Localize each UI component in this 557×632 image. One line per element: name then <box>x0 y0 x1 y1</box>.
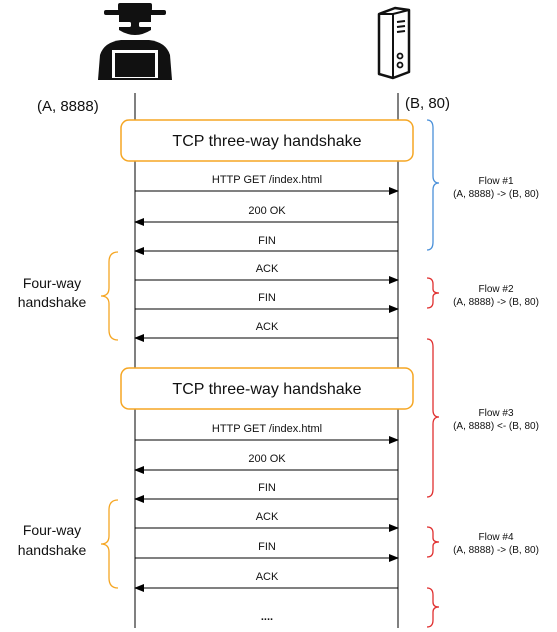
msg-8: 200 OK <box>134 453 398 474</box>
msg-9: FIN <box>134 482 398 503</box>
four-way-handshake-label-2: Four-way handshake <box>18 499 119 589</box>
msg-1: HTTP GET /index.html <box>135 174 399 195</box>
four-way-brace-2 <box>100 499 119 589</box>
client-endpoint-label: (A, 8888) <box>37 98 99 115</box>
flow-brace-1 <box>426 119 440 251</box>
handshake-box-2: TCP three-way handshake <box>120 367 414 410</box>
msg-label: ACK <box>256 571 279 583</box>
flow-title: Flow #2 <box>478 284 513 295</box>
flow-1: Flow #1 (A, 8888) -> (B, 80) <box>426 119 539 251</box>
msg-6: ACK <box>134 321 398 342</box>
msg-11: FIN <box>135 541 399 562</box>
flow-tuple: (A, 8888) -> (B, 80) <box>453 545 539 556</box>
msg-label: 200 OK <box>248 205 286 217</box>
msg-4: ACK <box>135 263 399 284</box>
msg-7: HTTP GET /index.html <box>135 423 399 444</box>
flow-title: Flow #3 <box>478 408 513 419</box>
msg-10: ACK <box>135 511 399 532</box>
flow-title: Flow #1 <box>478 176 513 187</box>
msg-2: 200 OK <box>134 205 398 226</box>
side-label-line: Four-way <box>23 275 81 291</box>
four-way-brace-1 <box>100 251 119 341</box>
msg-label: ACK <box>256 263 279 275</box>
msg-label: HTTP GET /index.html <box>212 174 322 186</box>
flow-tuple: (A, 8888) -> (B, 80) <box>453 189 539 200</box>
msg-label: 200 OK <box>248 453 286 465</box>
four-way-handshake-label-1: Four-way handshake <box>18 251 119 341</box>
handshake-label-2: TCP three-way handshake <box>172 381 361 398</box>
ellipsis-label: .... <box>261 611 273 623</box>
msg-5: FIN <box>135 292 399 313</box>
server-endpoint-label: (B, 80) <box>405 95 450 112</box>
msg-label: ACK <box>256 511 279 523</box>
msg-label: ACK <box>256 321 279 333</box>
msg-label: FIN <box>258 292 276 304</box>
msg-label: HTTP GET /index.html <box>212 423 322 435</box>
flow-brace-4 <box>426 526 440 558</box>
side-label-line: handshake <box>18 542 87 558</box>
msg-label: FIN <box>258 482 276 494</box>
flow-3: Flow #3 (A, 8888) <- (B, 80) <box>426 338 539 498</box>
flow-brace-3 <box>426 338 440 498</box>
flow-title: Flow #4 <box>478 532 513 543</box>
flow-brace-extra <box>426 587 440 628</box>
flow-brace-2 <box>426 277 440 309</box>
msg-12: ACK <box>134 571 398 592</box>
msg-label: FIN <box>258 235 276 247</box>
flow-2: Flow #2 (A, 8888) -> (B, 80) <box>426 277 539 309</box>
side-label-line: handshake <box>18 294 87 310</box>
flow-tuple: (A, 8888) <- (B, 80) <box>453 421 539 432</box>
hacker-icon <box>98 3 172 80</box>
flow-4: Flow #4 (A, 8888) -> (B, 80) <box>426 526 539 558</box>
side-label-line: Four-way <box>23 522 81 538</box>
handshake-label-1: TCP three-way handshake <box>172 133 361 150</box>
msg-label: FIN <box>258 541 276 553</box>
msg-3: FIN <box>134 235 398 255</box>
flow-tuple: (A, 8888) -> (B, 80) <box>453 297 539 308</box>
server-icon <box>377 6 411 80</box>
handshake-box-1: TCP three-way handshake <box>120 119 414 162</box>
